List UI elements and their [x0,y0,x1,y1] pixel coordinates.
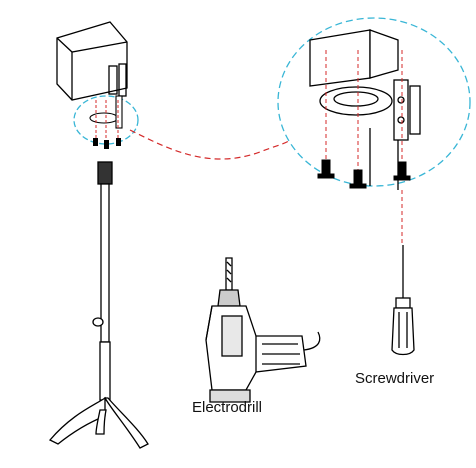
callout-connector [129,129,291,160]
stand-icon [48,161,149,449]
small-screws [93,138,121,149]
small-callout-circle [73,95,139,145]
screw-icon [317,159,411,189]
large-dashed-guides [325,50,403,245]
mounting-bracket-icon [309,29,421,190]
electrodrill-label: Electrodrill [192,399,263,416]
large-callout-circle [277,17,471,187]
speaker-icon [56,21,128,101]
small-dashed-guides [95,100,119,140]
electrodrill-icon [205,257,321,403]
screwdriver-icon [391,245,415,356]
screwdriver-label: Screwdriver [355,370,435,387]
